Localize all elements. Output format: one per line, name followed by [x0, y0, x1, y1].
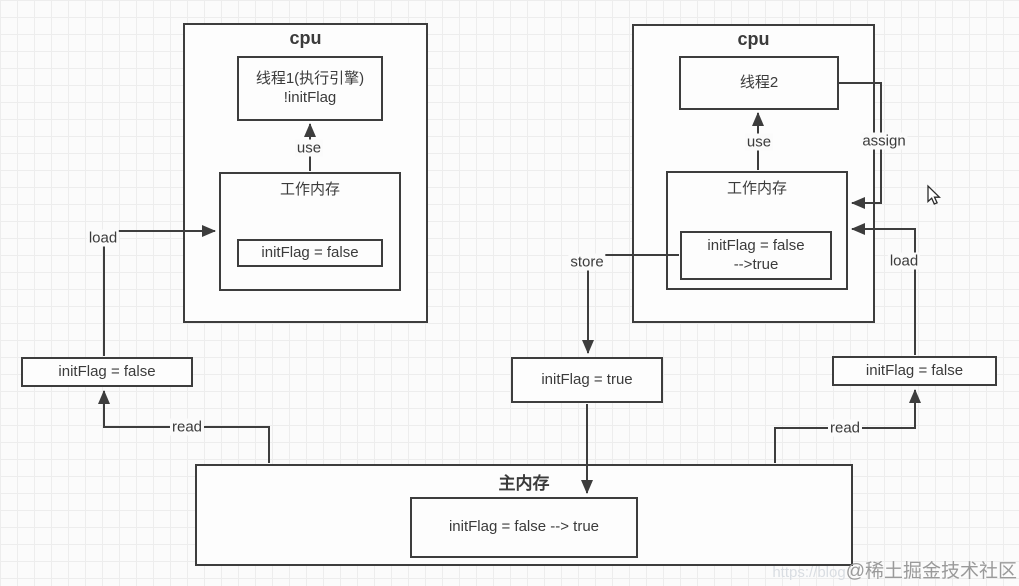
- read-left-label: read: [169, 418, 205, 436]
- load-right-label: load: [887, 252, 921, 270]
- left-working-memory-title: 工作内存: [279, 181, 340, 198]
- left-working-memory-flag-box: initFlag = false: [237, 239, 383, 267]
- store-label: store: [568, 253, 606, 271]
- main-memory-flag-value: initFlag = false --> true: [448, 518, 600, 536]
- right-working-memory-flag-box: initFlag = false -->true: [680, 231, 832, 280]
- right-cpu-title: cpu: [737, 29, 770, 49]
- right-cache-flag-box: initFlag = false: [832, 356, 997, 386]
- left-thread-line2: !initFlag: [283, 88, 337, 106]
- left-working-memory-box: 工作内存: [219, 172, 401, 291]
- load-left-label: load: [86, 229, 120, 247]
- left-cache-flag-value: initFlag = false: [58, 362, 156, 380]
- left-working-memory-flag-value: initFlag = false: [261, 243, 359, 261]
- watermark-url-fragment: https://blog: [772, 564, 846, 581]
- main-memory-title: 主内存: [498, 474, 550, 493]
- right-thread-box: 线程2: [679, 56, 839, 110]
- right-thread-label: 线程2: [739, 73, 779, 91]
- assign-label: assign: [860, 132, 908, 150]
- watermark-community-handle: @稀土掘金技术社区: [845, 561, 1017, 582]
- right-working-memory-flag-line2: -->true: [733, 255, 779, 273]
- middle-cache-flag-value: initFlag = true: [541, 370, 633, 388]
- left-cpu-title: cpu: [289, 28, 322, 48]
- left-thread-box: 线程1(执行引擎) !initFlag: [237, 56, 383, 121]
- main-memory-flag-box: initFlag = false --> true: [410, 497, 638, 558]
- left-cache-flag-box: initFlag = false: [21, 357, 193, 387]
- mouse-cursor-icon: [927, 184, 941, 205]
- use-right-label: use: [744, 133, 774, 151]
- right-cache-flag-value: initFlag = false: [865, 361, 964, 379]
- right-working-memory-flag-line1: initFlag = false: [707, 236, 805, 254]
- left-thread-line1: 线程1(执行引擎): [255, 69, 365, 87]
- read-right-label: read: [827, 419, 863, 437]
- use-left-label: use: [294, 139, 324, 157]
- right-working-memory-title: 工作内存: [726, 180, 787, 197]
- watermark: https://blog@稀土掘金技术社区: [772, 556, 1017, 583]
- middle-cache-flag-box: initFlag = true: [511, 357, 663, 403]
